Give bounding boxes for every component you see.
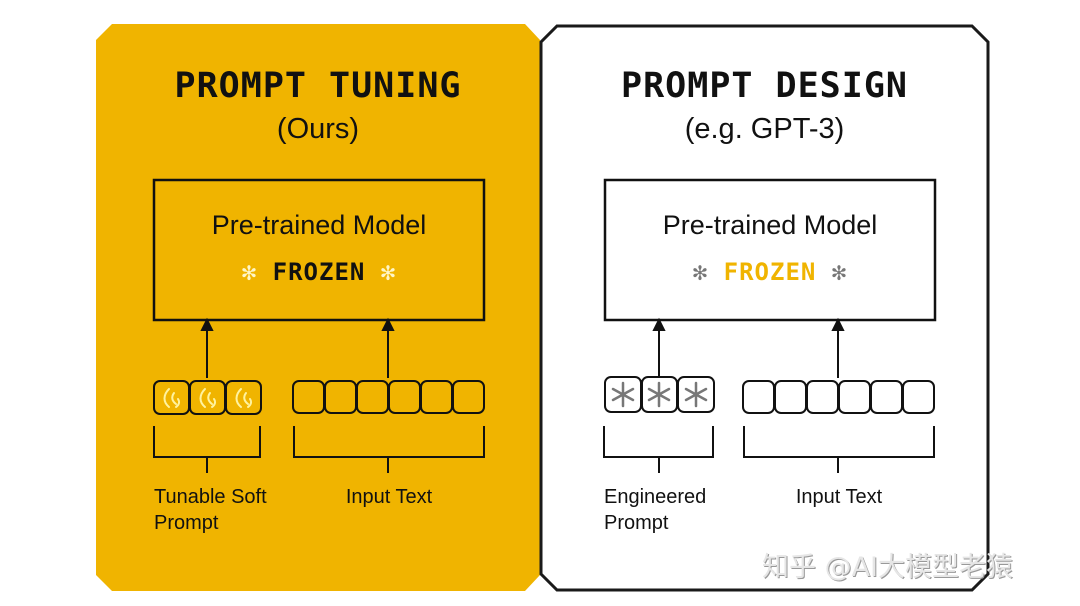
right-input-label: Input Text bbox=[795, 486, 883, 508]
right-panel-subtitle: (e.g. GPT-3) bbox=[684, 113, 845, 145]
flame-icon bbox=[163, 388, 181, 408]
right-model-box bbox=[603, 178, 937, 322]
right-prompt-arrow bbox=[652, 317, 666, 378]
left-prompt-tokens bbox=[153, 380, 262, 415]
asterisk-icon: ✻ bbox=[241, 258, 258, 286]
frozen-label: FROZEN bbox=[723, 258, 817, 286]
flame-icon bbox=[199, 388, 217, 408]
right-prompt-bracket bbox=[603, 426, 714, 473]
right-panel bbox=[539, 24, 990, 592]
asterisk-icon bbox=[684, 381, 708, 408]
right-model-title: Pre-trained Model bbox=[662, 210, 878, 240]
asterisk-icon: ✻ bbox=[831, 258, 848, 286]
left-input-tokens bbox=[292, 380, 485, 414]
asterisk-icon bbox=[647, 381, 671, 408]
left-input-arrow bbox=[381, 317, 395, 378]
left-model-title: Pre-trained Model bbox=[211, 210, 427, 240]
left-prompt-label: Tunable Soft Prompt bbox=[154, 484, 267, 536]
right-panel-title: PROMPT DESIGN bbox=[621, 66, 908, 106]
right-input-tokens bbox=[742, 380, 935, 414]
left-input-bracket bbox=[293, 426, 485, 473]
left-model-box bbox=[152, 178, 486, 322]
left-frozen-status: ✻ FROZEN ✻ bbox=[154, 258, 484, 286]
left-panel bbox=[96, 24, 540, 591]
right-frozen-status: ✻ FROZEN ✻ bbox=[605, 258, 935, 286]
left-input-label: Input Text bbox=[345, 486, 433, 508]
flame-icon bbox=[235, 388, 253, 408]
right-prompt-tokens bbox=[604, 376, 715, 413]
label-line: Prompt bbox=[604, 512, 669, 534]
asterisk-icon bbox=[611, 381, 635, 408]
frozen-label: FROZEN bbox=[272, 258, 366, 286]
right-input-bracket bbox=[743, 426, 935, 473]
left-prompt-arrow bbox=[200, 317, 214, 378]
right-prompt-label: Engineered Prompt bbox=[604, 484, 706, 536]
watermark: 知乎 @AI大模型老猿 bbox=[762, 552, 1014, 583]
right-input-arrow bbox=[831, 317, 845, 378]
label-line: Engineered bbox=[604, 486, 707, 508]
left-panel-subtitle: (Ours) bbox=[276, 113, 360, 145]
asterisk-icon: ✻ bbox=[692, 258, 709, 286]
left-panel-title: PROMPT TUNING bbox=[174, 66, 462, 106]
asterisk-icon: ✻ bbox=[380, 258, 397, 286]
label-line: Prompt bbox=[154, 512, 219, 534]
left-prompt-bracket bbox=[153, 426, 261, 473]
label-line: Tunable Soft bbox=[154, 486, 267, 508]
